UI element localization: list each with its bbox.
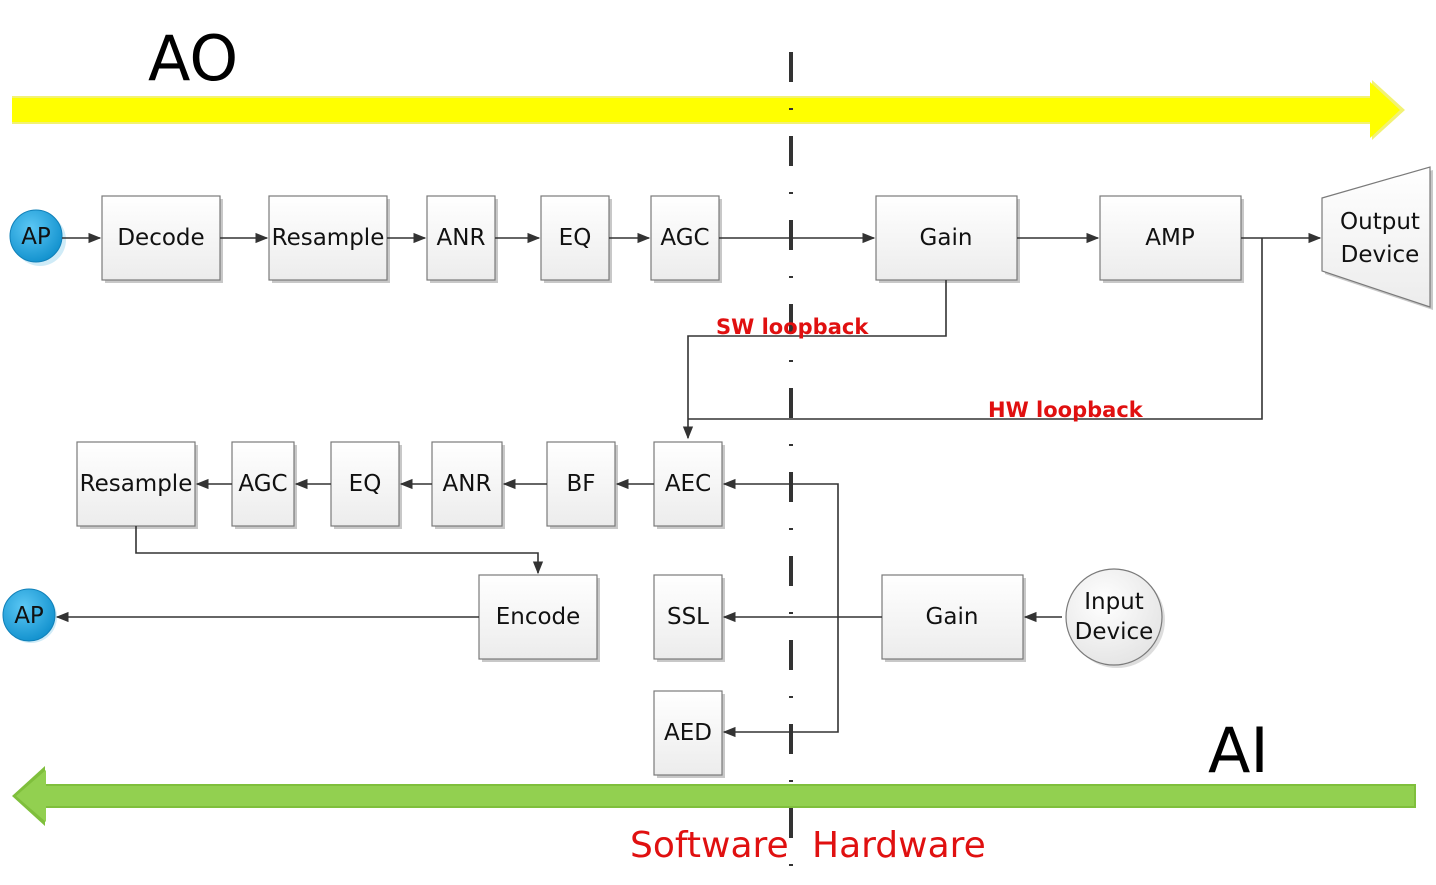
hw-loopback-label: HW loopback bbox=[988, 398, 1144, 422]
svg-text:EQ: EQ bbox=[349, 471, 382, 497]
ao-arrow bbox=[12, 80, 1405, 140]
gain-in-block: Gain bbox=[881, 574, 1026, 662]
svg-text:AGC: AGC bbox=[660, 225, 709, 251]
resample-in-block: Resample bbox=[76, 441, 198, 529]
svg-text:Output: Output bbox=[1340, 209, 1420, 235]
svg-text:ANR: ANR bbox=[437, 225, 486, 251]
aed-block: AED bbox=[653, 690, 725, 778]
input-device: Input Device bbox=[1065, 568, 1165, 668]
svg-text:AEC: AEC bbox=[665, 471, 711, 497]
svg-text:EQ: EQ bbox=[559, 225, 592, 251]
aec-block: AEC bbox=[653, 441, 725, 529]
amp-block: AMP bbox=[1099, 195, 1244, 283]
ssl-block: SSL bbox=[653, 574, 725, 662]
ai-label: AI bbox=[1208, 714, 1269, 787]
gain-out-block: Gain bbox=[875, 195, 1020, 283]
svg-text:Gain: Gain bbox=[920, 225, 973, 251]
encode-block: Encode bbox=[478, 574, 600, 662]
sw-loopback-line bbox=[682, 280, 947, 440]
svg-text:AED: AED bbox=[664, 720, 712, 746]
ap-sink-circle: AP bbox=[2, 588, 57, 643]
hw-loopback-line bbox=[688, 238, 1263, 420]
anr-in-block: ANR bbox=[431, 441, 505, 529]
svg-text:Encode: Encode bbox=[496, 604, 581, 630]
hardware-label: Hardware bbox=[812, 825, 986, 866]
resample-out-block: Resample bbox=[268, 195, 390, 283]
svg-text:AGC: AGC bbox=[238, 471, 287, 497]
svg-text:Resample: Resample bbox=[80, 471, 193, 497]
svg-text:AMP: AMP bbox=[1145, 225, 1195, 251]
ap-source-label: AP bbox=[21, 224, 51, 250]
svg-text:Resample: Resample bbox=[272, 225, 385, 251]
agc-in-block: AGC bbox=[231, 441, 297, 529]
svg-text:BF: BF bbox=[566, 471, 595, 497]
svg-text:Input: Input bbox=[1084, 589, 1144, 615]
svg-text:ANR: ANR bbox=[443, 471, 492, 497]
agc-out-block: AGC bbox=[650, 195, 722, 283]
software-label: Software bbox=[630, 825, 789, 866]
svg-text:Device: Device bbox=[1341, 242, 1420, 268]
bf-block: BF bbox=[546, 441, 618, 529]
output-device: Output Device bbox=[1321, 166, 1433, 310]
eq-out-block: EQ bbox=[540, 195, 612, 283]
anr-out-block: ANR bbox=[426, 195, 498, 283]
eq-in-block: EQ bbox=[330, 441, 402, 529]
ai-arrow bbox=[12, 766, 1416, 826]
svg-text:SSL: SSL bbox=[667, 604, 709, 630]
decode-block: Decode bbox=[101, 195, 223, 283]
svg-text:Device: Device bbox=[1075, 619, 1154, 645]
svg-text:Gain: Gain bbox=[926, 604, 979, 630]
sw-loopback-label: SW loopback bbox=[716, 315, 869, 339]
svg-text:Decode: Decode bbox=[117, 225, 204, 251]
ap-source-circle: AP bbox=[9, 209, 66, 266]
ap-sink-label: AP bbox=[14, 603, 44, 629]
ao-label: AO bbox=[148, 22, 238, 95]
